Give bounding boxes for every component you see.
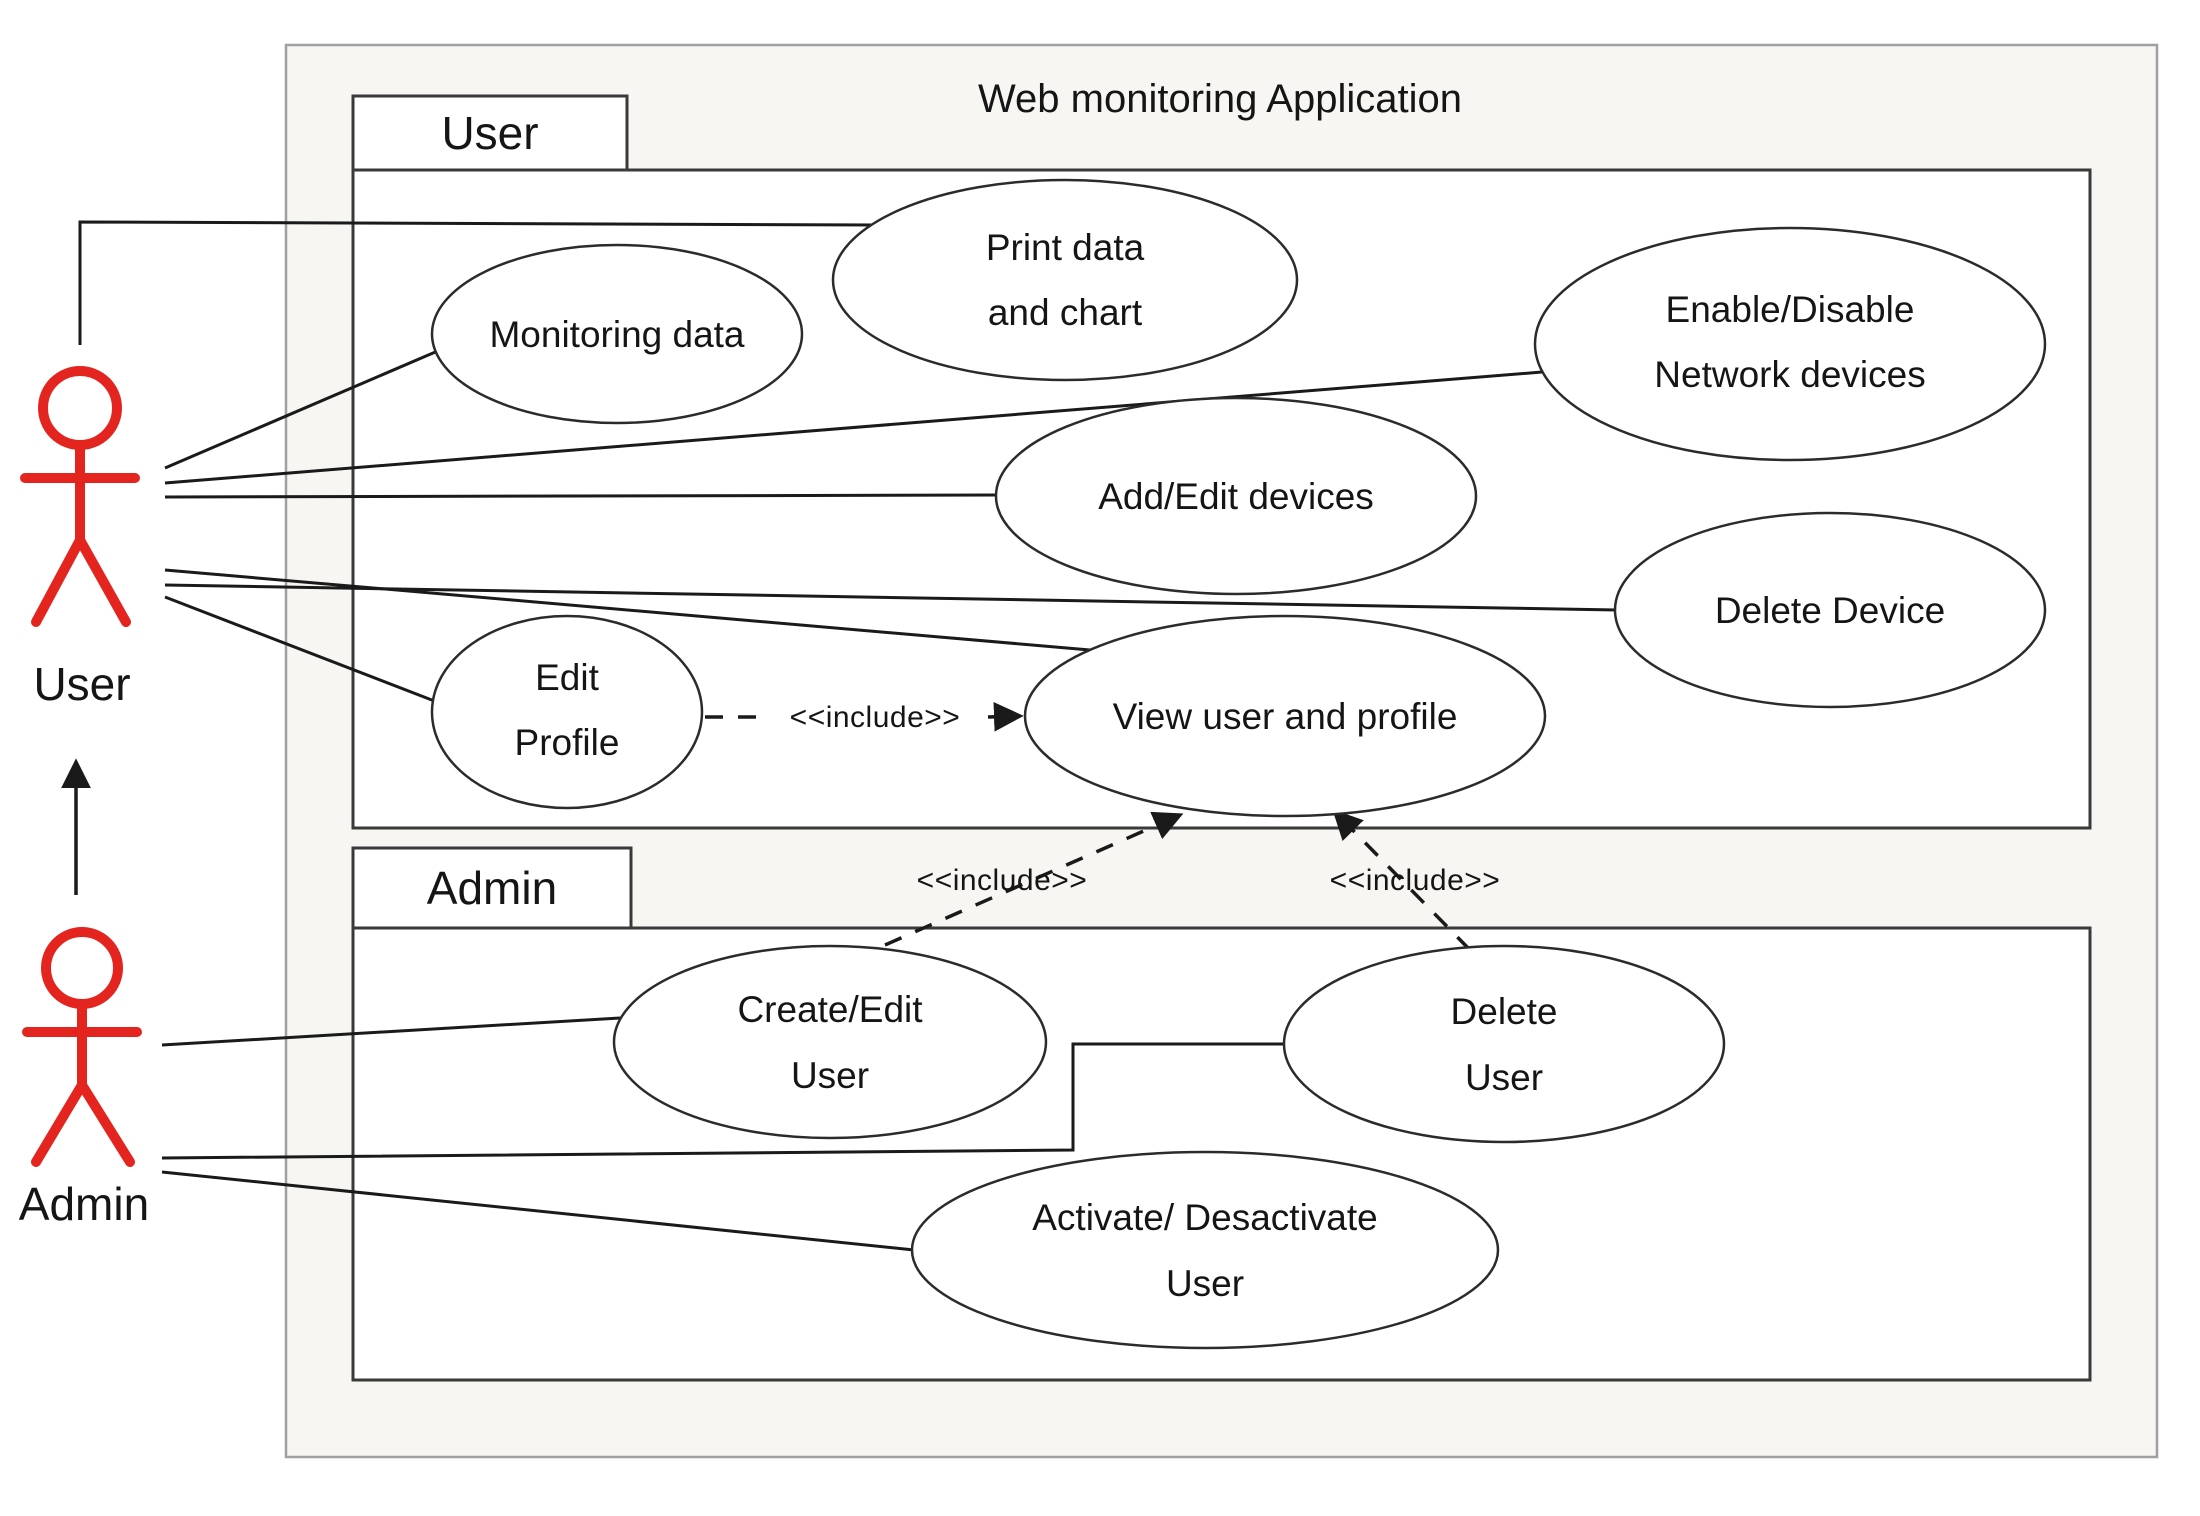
include-arrow-icon	[987, 701, 1024, 732]
usecase-ellipse	[430, 243, 804, 425]
user-package-label: User	[441, 107, 538, 159]
actor-user-label: User	[33, 658, 130, 710]
association-user-print-data	[78, 220, 877, 345]
association-user-enable-disable	[164, 370, 1543, 485]
usecase-ellipse	[612, 944, 1048, 1140]
include-label-edit-profile: <<include>>	[790, 701, 961, 734]
include-delete-user-to-view: <<include>>	[1330, 809, 1501, 952]
association-user-delete-device	[164, 583, 1618, 612]
usecase-label: Profile	[515, 722, 620, 763]
usecase-label: Monitoring data	[489, 314, 744, 355]
usecase-label: Edit	[535, 657, 599, 698]
usecase-label: User	[1166, 1263, 1244, 1304]
include-label-delete-user: <<include>>	[1330, 864, 1501, 897]
association-user-view-user-profile	[164, 568, 1091, 652]
admin-package-label-box	[351, 846, 633, 930]
usecase-add-edit-devices: Add/Edit devices	[994, 396, 1478, 596]
usecase-monitoring-data: Monitoring data	[430, 243, 804, 425]
usecase-label: Create/Edit	[737, 989, 923, 1030]
usecase-ellipse	[1613, 511, 2047, 709]
association-user-edit-profile	[164, 595, 438, 704]
usecase-ellipse	[831, 178, 1299, 382]
association-admin-delete-user	[161, 1042, 1286, 1160]
usecase-label: Print data	[986, 227, 1145, 268]
include-edit-profile-to-view: <<include>>	[705, 701, 1024, 734]
include-label-create-edit-user: <<include>>	[917, 864, 1088, 897]
include-dashed-arrow-icon	[884, 811, 1184, 947]
usecase-ellipse	[994, 396, 1478, 596]
usecase-ellipse	[1282, 944, 1726, 1144]
actor-admin-head-icon	[41, 927, 123, 1009]
association-admin-activate-user	[161, 1170, 915, 1252]
actor-admin-right-leg-icon	[77, 1080, 135, 1167]
usecase-label: Add/Edit devices	[1098, 476, 1374, 517]
usecase-label: Enable/Disable	[1666, 289, 1915, 330]
user-package-label-box	[351, 94, 629, 172]
include-create-edit-user-to-view: <<include>>	[884, 811, 1184, 947]
usecase-label: Network devices	[1654, 354, 1925, 395]
usecase-create-edit-user: Create/Edit User	[612, 944, 1048, 1140]
usecase-label: View user and profile	[1113, 696, 1458, 737]
usecase-ellipse	[910, 1150, 1500, 1350]
usecase-label: User	[1465, 1057, 1543, 1098]
actor-user-left-leg-icon	[31, 535, 85, 627]
usecase-ellipse	[430, 614, 704, 810]
usecase-ellipse	[1023, 614, 1547, 818]
actor-admin-left-leg-icon	[31, 1080, 87, 1167]
usecase-ellipse	[1533, 226, 2047, 462]
diagram-title: Web monitoring Application	[978, 77, 1462, 121]
actor-admin: Admin	[19, 927, 149, 1230]
usecase-print-data-and-chart: Print data and chart	[831, 178, 1299, 382]
usecase-edit-profile: Edit Profile	[430, 614, 704, 810]
actor-user: User	[20, 366, 140, 710]
usecase-activate-desactivate-user: Activate/ Desactivate User	[910, 1150, 1500, 1350]
actor-admin-label: Admin	[19, 1178, 149, 1230]
usecase-label: Delete	[1451, 991, 1558, 1032]
actor-user-head-icon	[38, 366, 122, 450]
actor-user-right-leg-icon	[75, 535, 131, 627]
usecase-label: Delete Device	[1715, 590, 1945, 631]
association-user-add-edit-devices	[164, 493, 999, 499]
usecase-delete-user: Delete User	[1282, 944, 1726, 1144]
usecase-label: User	[791, 1055, 869, 1096]
admin-package-label: Admin	[427, 862, 557, 914]
association-admin-create-edit-user	[161, 1016, 621, 1047]
usecase-enable-disable-network-devices: Enable/Disable Network devices	[1533, 226, 2047, 462]
association-user-monitoring-data	[164, 348, 441, 470]
usecase-delete-device: Delete Device	[1613, 511, 2047, 709]
usecase-label: Activate/ Desactivate	[1032, 1197, 1377, 1238]
usecase-label: and chart	[988, 292, 1143, 333]
usecase-view-user-and-profile: View user and profile	[1023, 614, 1547, 818]
